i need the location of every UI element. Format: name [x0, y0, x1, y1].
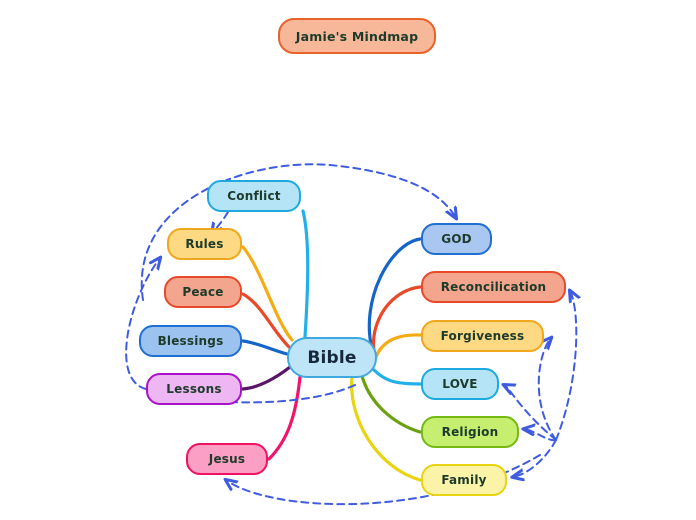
branch-edge-reconcilication [371, 285, 422, 353]
branch-edge-peace [241, 292, 291, 349]
topic-node-rules[interactable]: Rules [167, 228, 242, 260]
branch-edge-lessons [241, 365, 292, 391]
topic-node-jesus[interactable]: Jesus [186, 443, 268, 475]
topic-node-label: Peace [182, 285, 224, 299]
link-edge-hub-to-forgiveness [537, 338, 557, 441]
title-node[interactable]: Jamie's Mindmap [278, 18, 436, 54]
topic-node-label: Religion [441, 425, 499, 439]
topic-node-label: Jesus [208, 452, 246, 466]
topic-node-love[interactable]: LOVE [421, 368, 499, 400]
topic-node-peace[interactable]: Peace [164, 276, 242, 308]
link-edge-hub-to-love [504, 385, 557, 441]
topic-node-reconcilication[interactable]: Reconcilication [421, 271, 566, 303]
topic-node-conflict[interactable]: Conflict [207, 180, 301, 212]
topic-node-label: Rules [185, 237, 224, 251]
topic-node-god[interactable]: GOD [421, 223, 492, 255]
topic-node-label: Conflict [227, 189, 281, 203]
branch-edge-jesus [267, 375, 302, 461]
topic-node-lessons[interactable]: Lessons [146, 373, 242, 405]
topic-node-label: Forgiveness [440, 329, 525, 343]
branch-edge-blessings [241, 339, 289, 356]
center-node-label: Bible [307, 347, 357, 368]
branch-edges [241, 209, 422, 482]
topic-node-label: Lessons [166, 382, 222, 396]
link-edge-hub-to-religion [524, 429, 557, 442]
branch-edge-god [367, 237, 422, 351]
link-edge-hub-to-family [513, 439, 557, 477]
topic-node-religion[interactable]: Religion [421, 416, 519, 448]
title-node-label: Jamie's Mindmap [295, 28, 419, 44]
topic-node-label: Blessings [157, 334, 224, 348]
link-edge-hub-to-reconcilication [555, 291, 576, 441]
topic-node-forgiveness[interactable]: Forgiveness [421, 320, 544, 352]
topic-node-label: GOD [441, 232, 472, 246]
branch-edge-family [350, 375, 422, 482]
branch-edge-conflict [301, 209, 310, 339]
link-edge-lessons-arc-to-rules [125, 258, 160, 390]
branch-edge-religion [360, 374, 422, 434]
center-node-bible[interactable]: Bible [287, 337, 377, 378]
topic-node-label: Family [441, 473, 487, 487]
topic-node-label: Reconcilication [440, 280, 547, 294]
link-edge-top-arc-to-god [140, 163, 456, 301]
topic-node-blessings[interactable]: Blessings [139, 325, 242, 357]
topic-node-label: LOVE [442, 377, 478, 391]
branch-edge-rules [241, 245, 294, 342]
branch-edge-love [372, 368, 422, 386]
branch-edge-forgiveness [374, 333, 422, 359]
topic-node-family[interactable]: Family [421, 464, 507, 496]
